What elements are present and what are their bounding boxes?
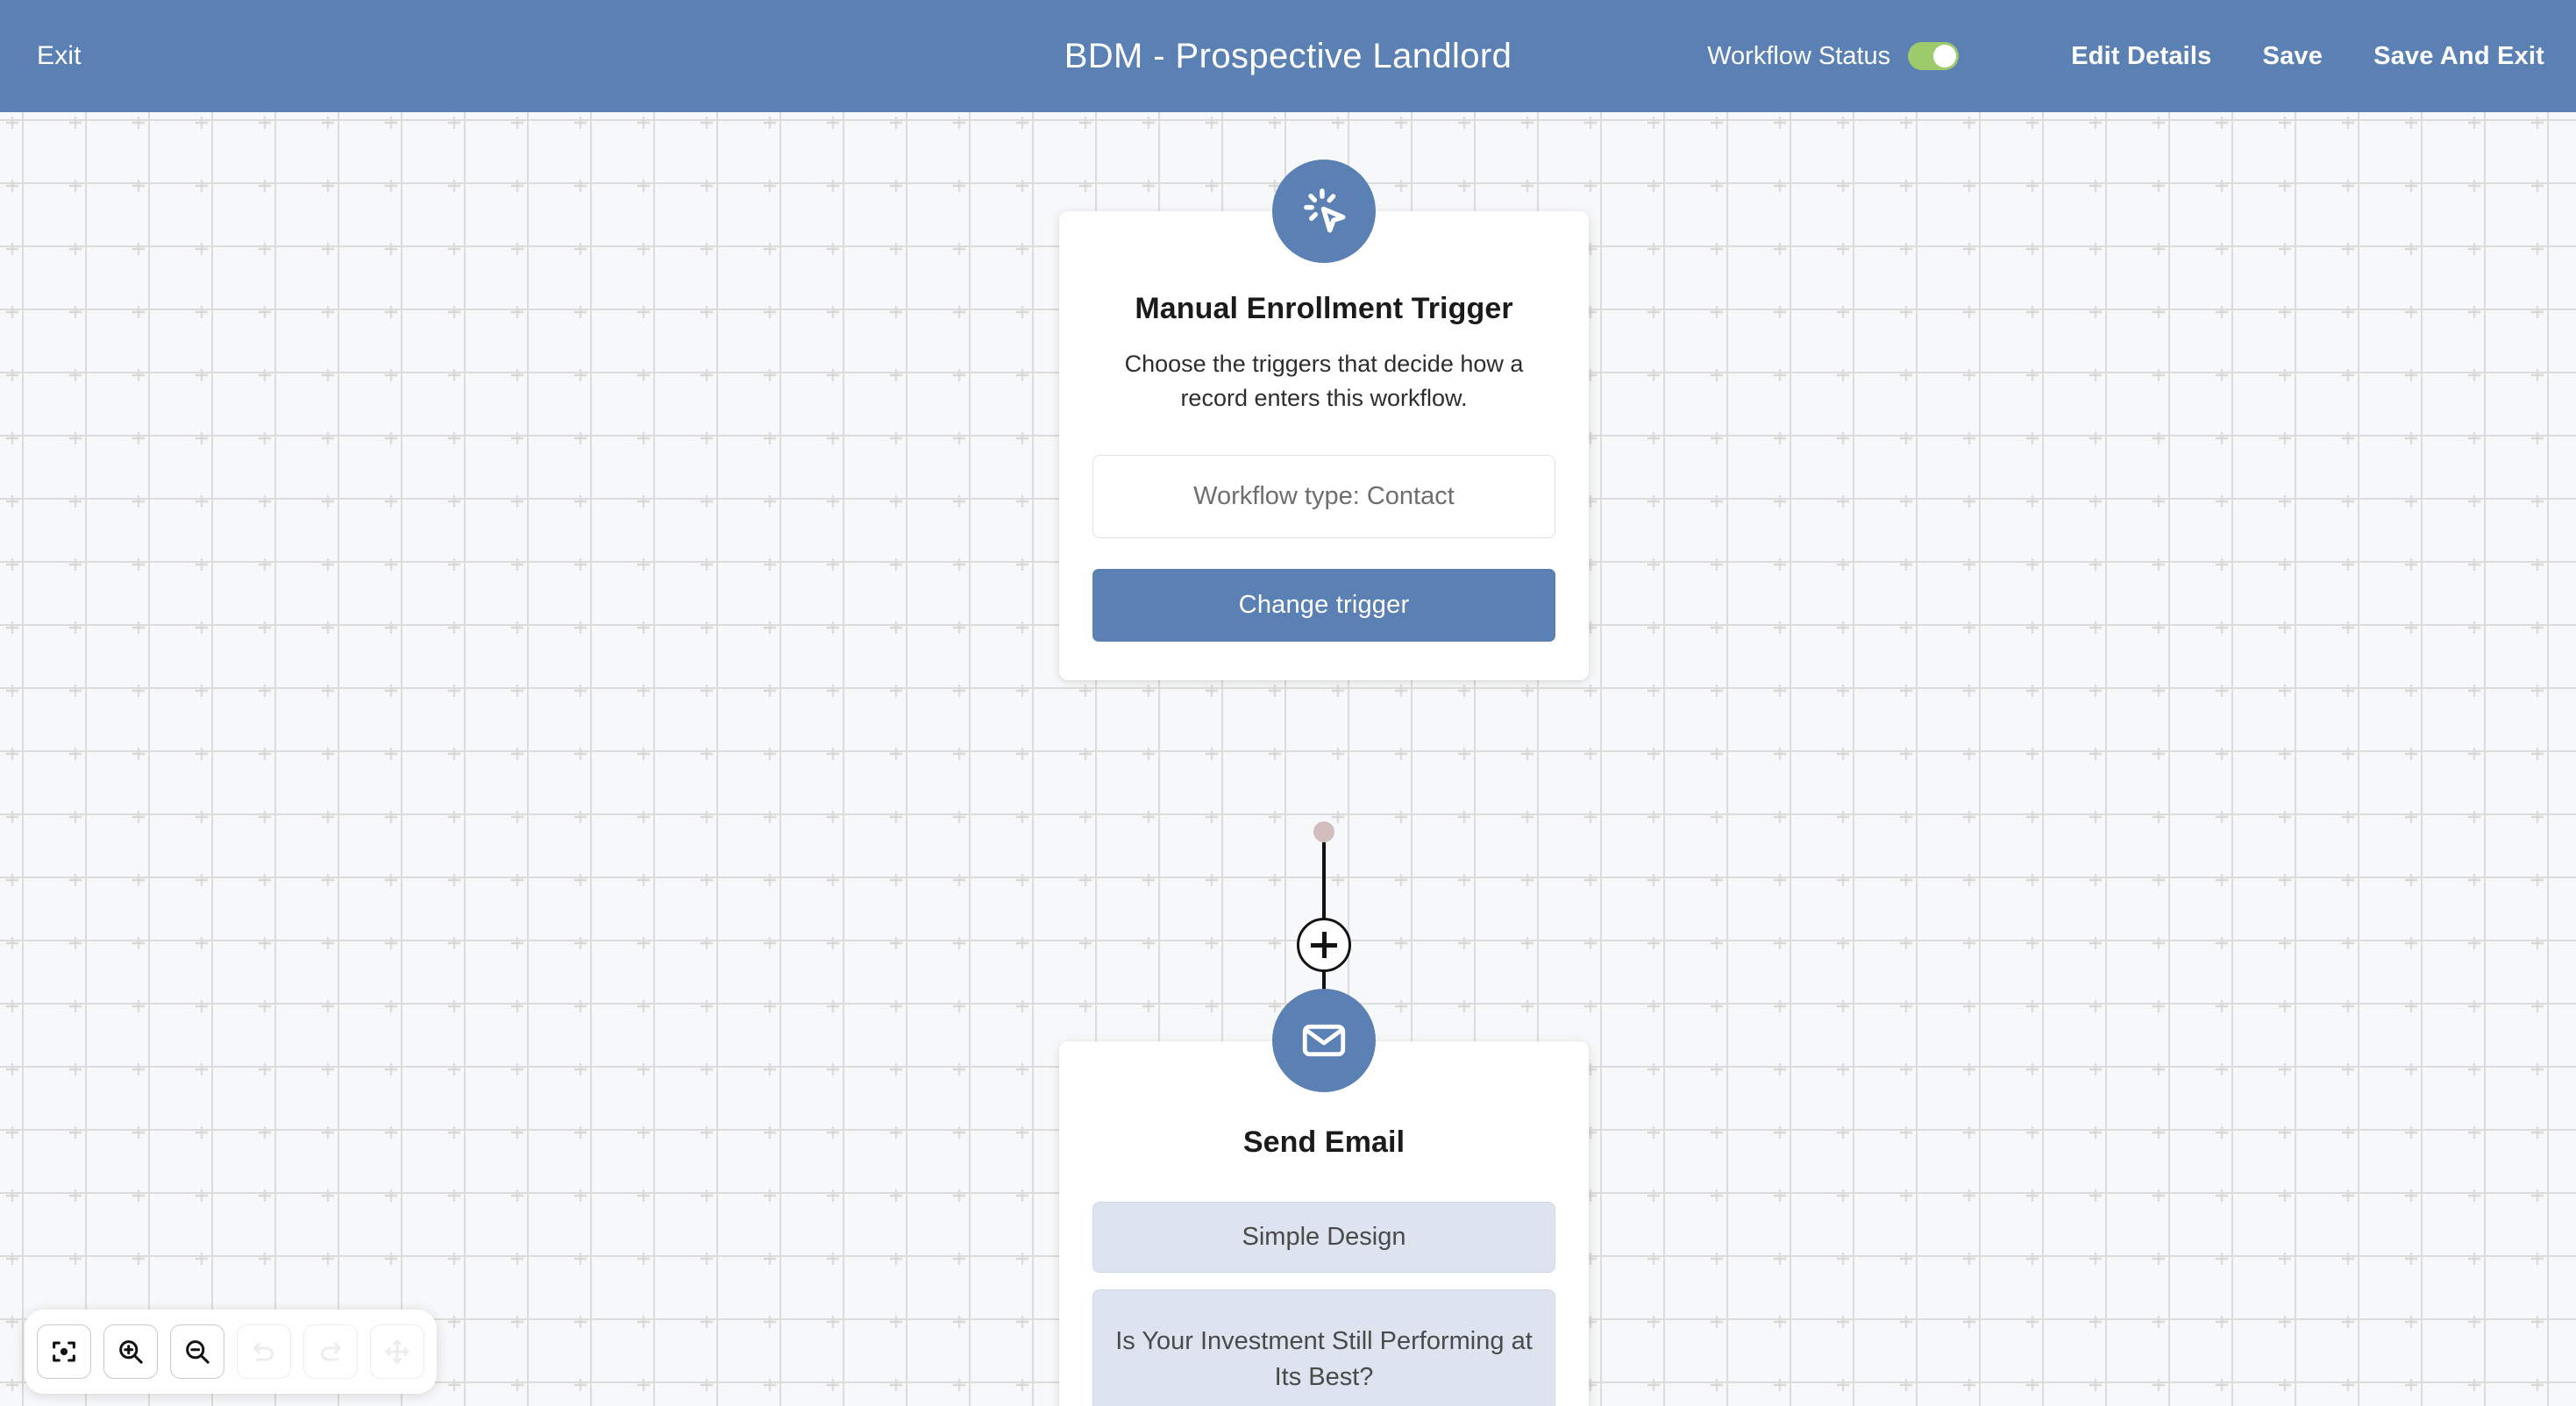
trigger-node-description: Choose the triggers that decide how a re… [1124,351,1524,412]
zoom-toolbar [25,1310,437,1394]
trigger-node-icon [1272,160,1376,263]
header-actions: Workflow Status Edit Details Save Save A… [1707,42,2544,71]
add-step-button[interactable] [1297,918,1351,972]
trigger-node-card[interactable]: Manual Enrollment Trigger Choose the tri… [1059,211,1589,680]
workflow-status-label: Workflow Status [1707,41,1891,70]
zoom-out-icon [186,1340,210,1364]
send-email-node-card[interactable]: Send Email Simple Design Is Your Investm… [1059,1041,1589,1406]
fit-to-view-icon [53,1341,75,1362]
email-subject-chip[interactable]: Is Your Investment Still Performing at I… [1092,1289,1555,1406]
zoom-out-button[interactable] [170,1324,224,1379]
trigger-node-title: Manual Enrollment Trigger [1135,292,1513,325]
workflow-status-toggle[interactable] [1908,42,1960,70]
zoom-in-icon [119,1340,143,1364]
pan-icon [385,1339,409,1364]
edit-details-button[interactable]: Edit Details [2071,41,2212,70]
save-button[interactable]: Save [2262,41,2323,70]
workflow-status-group: Workflow Status [1707,41,1960,71]
exit-button[interactable]: Exit [37,41,82,70]
undo-button[interactable] [237,1324,291,1379]
redo-icon [320,1342,341,1361]
undo-icon [253,1342,274,1361]
pan-button[interactable] [370,1324,424,1379]
workflow-type-field[interactable]: Workflow type: Contact [1092,454,1555,538]
send-email-node-icon [1272,989,1376,1092]
redo-button[interactable] [303,1324,358,1379]
zoom-in-button[interactable] [103,1324,158,1379]
cursor-click-icon [1304,188,1346,233]
email-design-chip[interactable]: Simple Design [1092,1202,1555,1274]
app-header: Exit BDM - Prospective Landlord Workflow… [0,0,2576,112]
page-title: BDM - Prospective Landlord [1064,36,1512,75]
connector-dot-top [1313,821,1334,842]
toggle-knob [1933,45,1957,67]
fit-to-view-button[interactable] [37,1324,91,1379]
send-email-node-title: Send Email [1242,1126,1405,1159]
envelope-icon [1302,1024,1346,1057]
workflow-canvas[interactable]: Manual Enrollment Trigger Choose the tri… [0,112,2576,1406]
change-trigger-button[interactable]: Change trigger [1092,568,1555,642]
save-and-exit-button[interactable]: Save And Exit [2373,41,2544,70]
